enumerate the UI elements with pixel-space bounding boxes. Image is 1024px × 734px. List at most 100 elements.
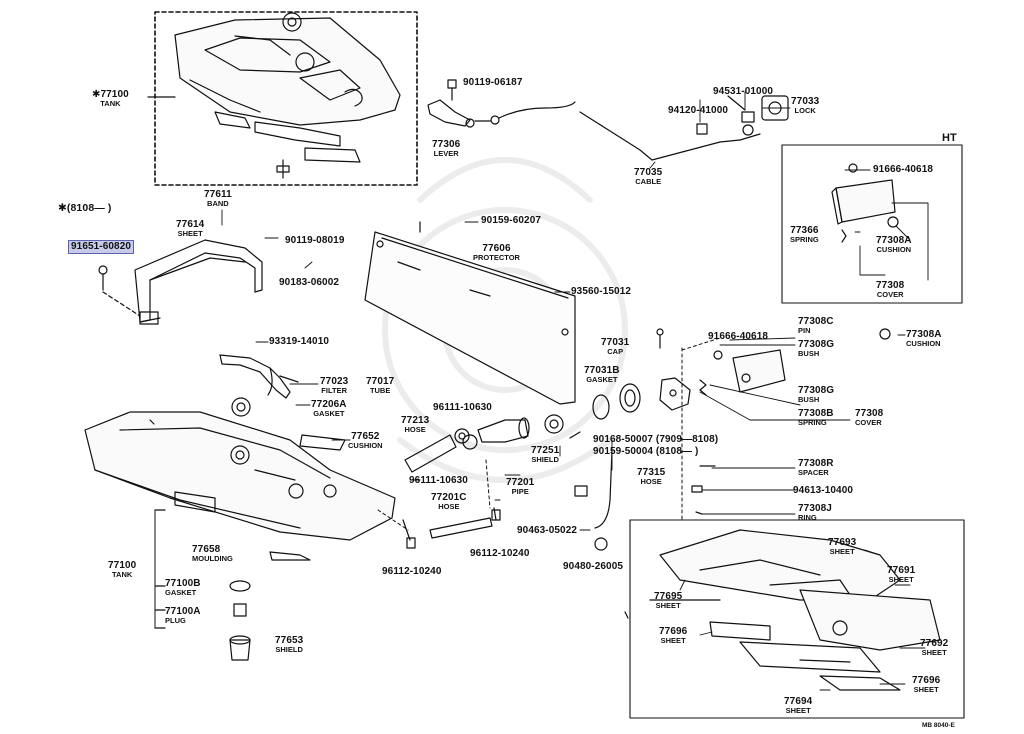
part-name: PLUG (165, 616, 186, 625)
label-77652: 77652 CUSHION (348, 432, 383, 450)
label-77606: 77606 PROTECTOR (473, 244, 520, 262)
label-93560-15012: 93560-15012 (571, 286, 632, 297)
reference-code: MB 8040-E (922, 722, 955, 729)
label-77696-right: 77696 SHEET (912, 676, 940, 694)
watermark-emblem (382, 157, 628, 483)
part-number: 77213 (401, 415, 430, 426)
part-name: CUSHION (876, 245, 912, 254)
sheet-set (624, 529, 941, 691)
filter-tube (219, 354, 299, 417)
label-91666-40618-ht: 91666-40618 (873, 164, 934, 175)
part-name: BUSH (798, 349, 820, 358)
label-90183-06002: 90183-06002 (279, 277, 340, 288)
lower-tank-shape (84, 411, 396, 541)
label-77031b: 77031B GASKET (584, 366, 620, 384)
part-number: 77308B (798, 408, 834, 419)
label-94531-01000: 94531-01000 (713, 86, 774, 97)
part-number: 77658 (192, 544, 221, 555)
label-90480-26005: 90480-26005 (563, 561, 624, 572)
label-77306: 77306 LEVER (432, 140, 460, 158)
label-77308j: 77308J RING (798, 504, 832, 522)
part-name: SHEET (913, 685, 939, 694)
part-number: 77100 (108, 560, 137, 571)
part-number: 77696 (659, 626, 688, 637)
part-number: 77308 (855, 408, 884, 419)
label-91651-60820-highlighted[interactable]: 91651-60820 (68, 240, 135, 254)
part-name: TANK (100, 99, 121, 108)
part-name: PROTECTOR (473, 253, 520, 262)
part-number: 77652 (351, 431, 380, 442)
part-name: PIN (798, 326, 811, 335)
part-name: BAND (207, 199, 229, 208)
part-name: HOSE (640, 477, 662, 486)
part-name: HOSE (438, 502, 460, 511)
part-number: 77308J (798, 503, 832, 514)
label-90119-06187: 90119-06187 (463, 77, 523, 88)
band-and-sheet (98, 239, 263, 325)
part-name: LOCK (794, 106, 816, 115)
part-name: CUSHION (348, 441, 383, 450)
part-number: 77611 (204, 189, 232, 200)
label-77308c: 77308C PIN (798, 317, 834, 335)
part-name: RING (798, 513, 817, 522)
label-77035: 77035 CABLE (634, 168, 662, 186)
label-77206a: 77206A GASKET (311, 400, 347, 418)
label-96112-10240-b: 96112-10240 (470, 548, 530, 559)
label-77100b: 77100B GASKET (165, 579, 201, 597)
label-77017: 77017 TUBE (366, 377, 394, 395)
part-name: GASKET (586, 375, 618, 384)
part-number: 77695 (654, 591, 683, 602)
part-name: GASKET (165, 588, 197, 597)
sheet-set-frame (629, 519, 965, 719)
label-77213: 77213 HOSE (401, 416, 429, 434)
label-77691: 77691 SHEET (887, 566, 915, 584)
part-name: CAP (607, 347, 624, 356)
label-77308a-ht: 77308A CUSHION (876, 236, 912, 254)
part-number: 77308A (876, 235, 912, 246)
label-90168-50007: 90168-50007 (7909—8108) (593, 434, 719, 445)
lid-cover-assembly (656, 328, 891, 515)
part-number: 77308R (798, 458, 834, 469)
part-name: HOSE (404, 425, 426, 434)
label-77033: 77033 LOCK (791, 97, 819, 115)
label-77692: 77692 SHEET (920, 639, 948, 657)
part-name: SPACER (798, 468, 829, 477)
part-number: 77017 (366, 376, 395, 387)
label-77658: 77658 MOULDING (192, 545, 233, 563)
part-number: 77100B (165, 578, 201, 589)
leader-lines (221, 91, 929, 691)
part-number: 77201 (506, 477, 535, 488)
upper-tank-dashed-frame (154, 11, 418, 186)
part-name: TANK (112, 570, 133, 579)
part-number: 77308G (798, 339, 835, 350)
part-number: 77315 (637, 467, 666, 478)
label-96112-10240-a: 96112-10240 (382, 566, 442, 577)
small-bottom-parts (154, 509, 311, 661)
label-77308b: 77308B SPRING (798, 409, 834, 427)
label-77308a-mid: 77308A CUSHION (906, 330, 942, 348)
part-name: SPRING (790, 235, 819, 244)
part-name: GASKET (313, 409, 345, 418)
part-name: SHEET (177, 229, 203, 238)
part-name: COVER (876, 290, 904, 299)
label-77653: 77653 SHIELD (275, 636, 303, 654)
label-77201c: 77201C HOSE (431, 493, 467, 511)
label-96111-10630-a: 96111-10630 (433, 402, 492, 413)
part-number: 77691 (887, 565, 916, 576)
label-77100a: 77100A PLUG (165, 607, 201, 625)
label-77023: 77023 FILTER (320, 377, 348, 395)
part-number: 77308G (798, 385, 835, 396)
label-96111-10630-b: 96111-10630 (409, 475, 468, 486)
label-77694: 77694 SHEET (784, 697, 812, 715)
part-number: 77100A (165, 606, 201, 617)
label-77308-mid: 77308 COVER (855, 409, 883, 427)
part-number: 77694 (784, 696, 813, 707)
label-77100-lower: 77100 TANK (108, 561, 136, 579)
ht-cover-assembly (831, 163, 899, 243)
label-94613-10400: 94613-10400 (793, 485, 854, 496)
upper-tank-shape (174, 12, 401, 179)
part-number: 77306 (432, 139, 461, 150)
label-77366: 77366 SPRING (790, 226, 819, 244)
part-name: SHEET (655, 601, 681, 610)
